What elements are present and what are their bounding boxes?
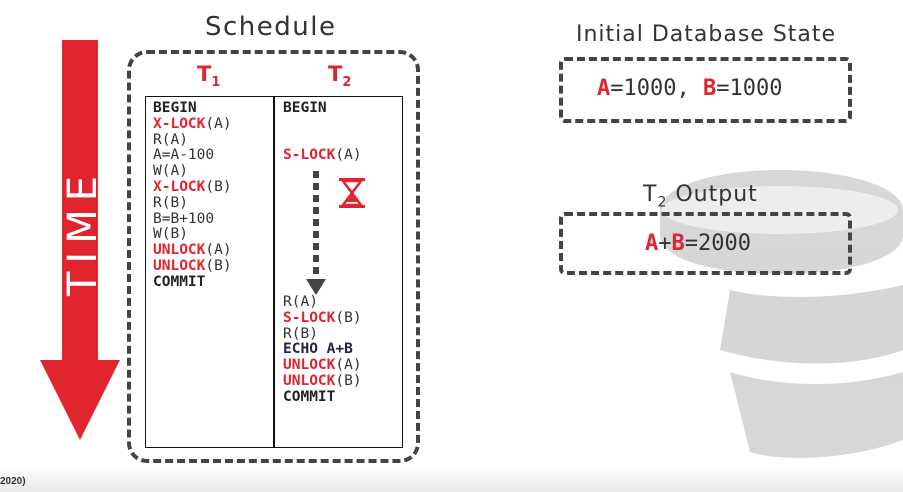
operation-kw: BEGIN — [283, 100, 327, 116]
t2-header: T2 — [328, 62, 352, 91]
time-arrow — [40, 40, 120, 440]
operation-line: X-LOCK(B) — [153, 178, 232, 196]
operation-arg: (B) — [335, 372, 362, 389]
t1-header: T1 — [197, 62, 221, 91]
operation-kw: COMMIT — [283, 388, 336, 405]
operation-lock: X-LOCK — [153, 115, 206, 132]
operation-plain: A=A-100 — [153, 147, 215, 164]
operation-plain: R(A) — [283, 294, 318, 310]
operation-lock: X-LOCK — [153, 178, 206, 195]
operation-arg: (A) — [335, 147, 362, 164]
operation-plain: B=B+100 — [153, 210, 215, 227]
footer-text: 2020) — [0, 476, 26, 487]
operation-plain: R(A) — [153, 131, 188, 148]
hourglass-icon — [339, 178, 365, 208]
operation-lock: UNLOCK — [153, 242, 206, 259]
operation-lock: UNLOCK — [283, 357, 336, 374]
operation-line: R(A) — [283, 294, 362, 311]
operation-line: UNLOCK(A) — [283, 357, 362, 374]
operation-line: BEGIN — [153, 100, 232, 117]
time-label: TIME — [60, 167, 106, 296]
operation-line: COMMIT — [283, 388, 362, 406]
column-divider — [273, 97, 275, 447]
operation-line: S-LOCK(B) — [283, 309, 362, 327]
initial-state-box — [559, 57, 852, 123]
initial-state-values: A=1000, B=1000 — [597, 76, 783, 101]
operation-line: W(A) — [153, 163, 232, 180]
operation-line: X-LOCK(A) — [153, 115, 232, 133]
operation-echo: ECHO A+B — [283, 341, 353, 358]
operation-line: UNLOCK(B) — [283, 372, 362, 390]
operation-line: B=B+100 — [153, 210, 232, 228]
schedule-box — [127, 50, 420, 463]
operation-arg: (B) — [205, 257, 232, 274]
operation-line: UNLOCK(B) — [153, 257, 232, 275]
operation-arg: (A) — [205, 115, 232, 132]
operation-plain: W(B) — [153, 226, 188, 243]
wait-arrow — [306, 171, 326, 295]
database-logo-watermark — [660, 170, 903, 458]
operation-line: S-LOCK(A) — [283, 147, 362, 164]
operation-line — [283, 117, 362, 133]
operation-line: BEGIN — [283, 100, 362, 117]
t2-output-values: A+B=2000 — [645, 231, 751, 256]
operation-plain: R(B) — [283, 325, 318, 342]
operation-lock: S-LOCK — [283, 147, 336, 164]
operation-arg: (A) — [205, 242, 232, 259]
footer-bar — [0, 470, 903, 492]
operation-plain: W(A) — [153, 163, 188, 180]
operation-line: R(B) — [283, 325, 362, 343]
t2-operations-top: BEGIN S-LOCK(A) — [283, 100, 362, 164]
operation-line: W(B) — [153, 226, 232, 243]
operation-line: COMMIT — [153, 273, 232, 291]
t2-output-box — [559, 212, 852, 275]
operation-lock: UNLOCK — [153, 257, 206, 274]
operation-line: A=A-100 — [153, 147, 232, 164]
operation-arg: (B) — [205, 178, 232, 195]
operation-arg: (A) — [335, 357, 362, 374]
operation-kw: COMMIT — [153, 273, 206, 290]
operation-arg: (B) — [335, 309, 362, 326]
schedule-title: Schedule — [205, 12, 337, 42]
operation-line: R(A) — [153, 131, 232, 149]
operation-line: ECHO A+B — [283, 341, 362, 358]
t2-output-title: T2 Output — [643, 182, 758, 211]
initial-state-title: Initial Database State — [576, 22, 837, 47]
operation-plain: R(B) — [153, 194, 188, 211]
operation-lock: S-LOCK — [283, 309, 336, 326]
operation-line: UNLOCK(A) — [153, 242, 232, 259]
operation-line — [283, 133, 362, 149]
operation-lock: UNLOCK — [283, 372, 336, 389]
operation-line: R(B) — [153, 194, 232, 212]
operation-kw: BEGIN — [153, 100, 197, 116]
